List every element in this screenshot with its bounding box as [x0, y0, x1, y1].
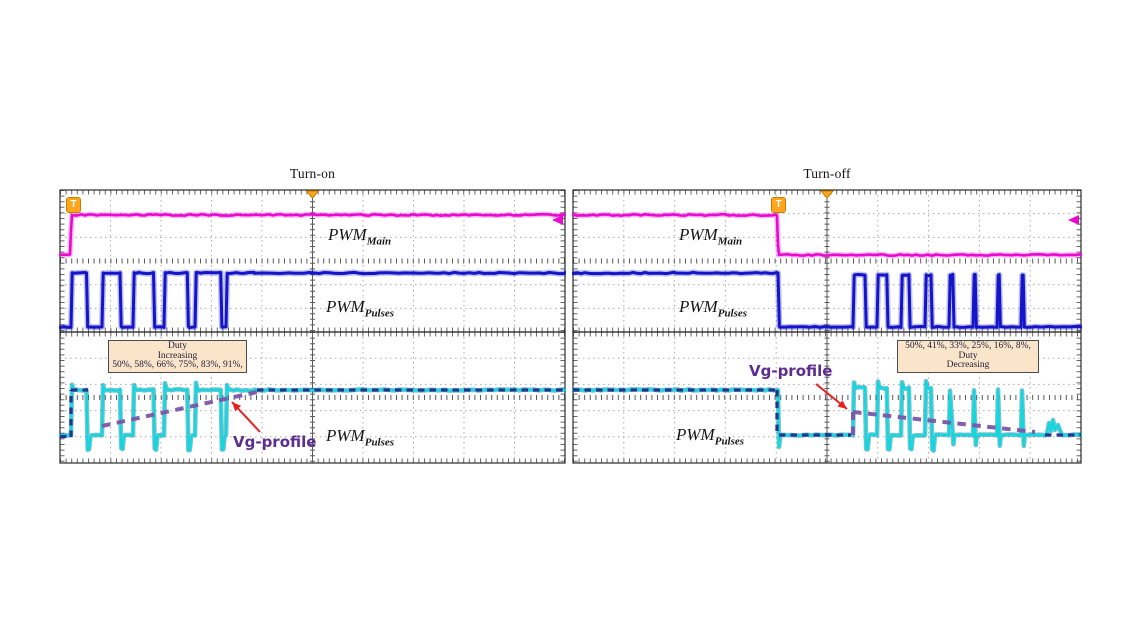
trigger-marker-left: T: [66, 197, 81, 213]
turn-on-title: Turn-on: [289, 166, 336, 181]
duty-decreasing-line3: Decreasing: [946, 360, 990, 371]
duty-decreasing-box: 50%, 41%, 33%, 25%, 16%, 8%, Duty Decrea…: [897, 340, 1039, 373]
pwm-pulses-label-right-top-text: PWM: [679, 297, 718, 316]
vg-profile-label-right: Vg-profile: [749, 362, 833, 380]
pwm-pulses-label-left-top-text: PWM: [326, 297, 365, 316]
pwm-main-label-left-text: PWM: [328, 225, 367, 244]
turn-off-title: Turn-off: [803, 166, 851, 181]
duty-decreasing-line1: 50%, 41%, 33%, 25%, 16%, 8%,: [905, 341, 1031, 351]
pwm-main-label-left: PWMMain: [328, 225, 391, 247]
trigger-marker-right: T: [771, 197, 786, 213]
pwm-pulses-label-right-top-sub: Pulses: [717, 307, 748, 320]
pwm-pulses-label-right-bottom-text: PWM: [676, 425, 715, 444]
pwm-main-label-right: PWMMain: [679, 225, 742, 247]
duty-increasing-line1: Duty: [168, 341, 187, 351]
duty-increasing-line3: 50%, 58%, 66%, 75%, 83%, 91%,: [112, 360, 243, 371]
pwm-pulses-label-left-bottom: PWMPulses: [326, 426, 394, 448]
pwm-main-label-right-sub: Main: [717, 235, 743, 248]
turn-off-scope: [572, 189, 1082, 464]
pwm-pulses-label-right-top: PWMPulses: [679, 297, 747, 319]
pwm-main-label-right-text: PWM: [679, 225, 718, 244]
duty-increasing-line2: Increasing: [157, 350, 198, 361]
vg-profile-label-left: Vg-profile: [233, 433, 317, 451]
turn-on-scope: [59, 189, 566, 464]
pwm-pulses-label-right-bottom: PWMPulses: [676, 425, 744, 447]
pwm-main-label-left-sub: Main: [366, 235, 392, 248]
pwm-pulses-label-right-bottom-sub: Pulses: [714, 435, 745, 448]
pwm-pulses-label-left-bottom-sub: Pulses: [364, 436, 395, 449]
pwm-pulses-label-left-top-sub: Pulses: [364, 307, 395, 320]
duty-decreasing-line2: Duty: [958, 350, 978, 361]
pwm-pulses-label-left-bottom-text: PWM: [326, 426, 365, 445]
duty-increasing-box: Duty Increasing 50%, 58%, 66%, 75%, 83%,…: [108, 340, 247, 373]
pwm-pulses-label-left-top: PWMPulses: [326, 297, 394, 319]
